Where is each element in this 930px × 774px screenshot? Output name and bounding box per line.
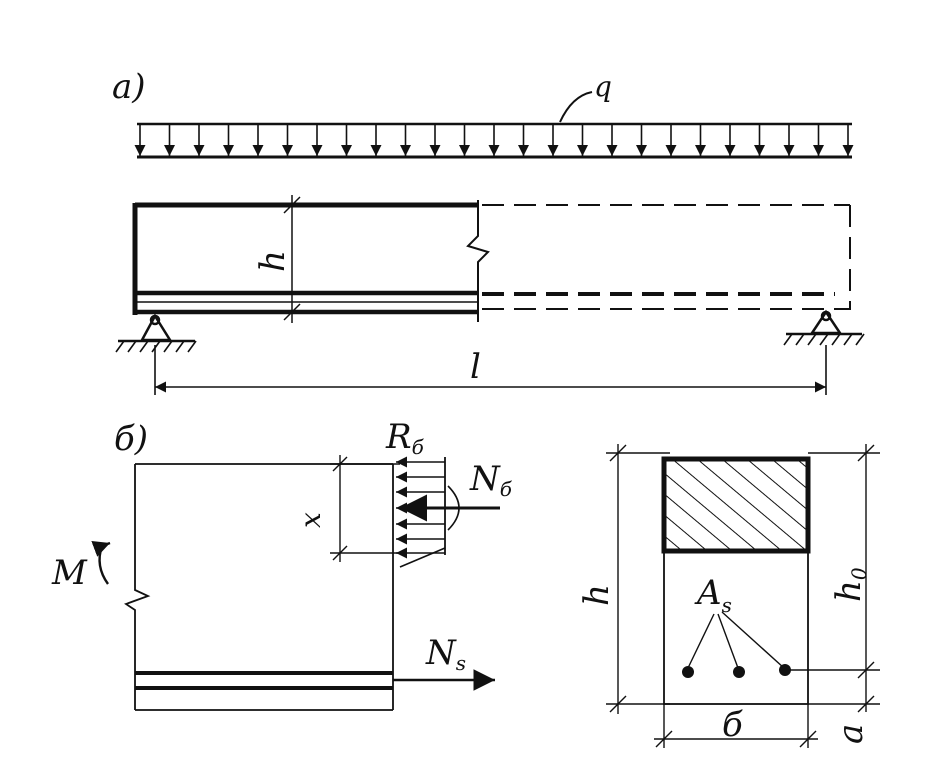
section-h0-tick-top <box>857 444 875 462</box>
left-support <box>115 313 197 353</box>
concrete-force-leader <box>447 485 460 531</box>
load-label: q <box>594 70 612 103</box>
steel-force-label: Ns <box>425 633 466 675</box>
right-support-triangle <box>809 309 843 335</box>
height-dim-tick-top <box>283 196 301 214</box>
load-leader-line <box>559 91 593 123</box>
load-arrows <box>134 124 854 156</box>
span-label: l <box>470 347 481 387</box>
stress-label: Rб <box>385 417 425 459</box>
left-support-triangle <box>139 313 173 342</box>
panel-a-label: a) <box>112 67 146 107</box>
beam-height-label: h <box>253 250 293 272</box>
right-support-pin <box>820 310 832 322</box>
section-height-label: h <box>577 584 617 606</box>
section-h-tick-top <box>609 444 627 462</box>
concrete-force-label: Nб <box>469 459 513 501</box>
compression-zone-label: x <box>294 512 327 528</box>
moment-label: M <box>51 553 88 593</box>
right-support <box>783 309 865 346</box>
section-b-tick-right <box>799 730 817 748</box>
beam-break-line <box>466 200 490 322</box>
rebar-bar-2 <box>733 666 745 678</box>
panel-b-label: б) <box>114 419 148 459</box>
right-support-hatch <box>783 333 865 346</box>
section-h-tick-bottom <box>609 695 627 713</box>
left-support-hatch <box>115 340 197 353</box>
section-break-line <box>124 464 151 710</box>
left-support-pin <box>149 314 161 326</box>
rebar-leader-3 <box>721 611 785 669</box>
x-dim-tick-top <box>332 456 348 472</box>
panel-a: a) q h <box>112 67 865 395</box>
cover-label: a <box>831 724 871 744</box>
moment-arrow <box>91 541 111 585</box>
stress-block-tail <box>399 547 446 568</box>
section-width-label: б <box>722 705 743 745</box>
rebar-leader-1 <box>687 613 715 669</box>
section-b-tick-left <box>655 730 673 748</box>
free-body-section <box>91 455 500 711</box>
compression-zone-hatched <box>661 456 811 554</box>
cross-section: h h0 As б a <box>577 444 880 748</box>
rebar-bar-3 <box>779 664 791 676</box>
effective-depth-label: h0 <box>829 567 871 602</box>
distributed-load <box>134 122 854 159</box>
section-a-tick-bottom <box>857 695 875 713</box>
rebar-bar-1 <box>682 666 694 678</box>
height-dim-tick-bottom <box>283 303 301 321</box>
beam-elevation <box>132 195 851 323</box>
reinforcement-label: As <box>694 573 732 617</box>
rebar-leader-2 <box>717 613 739 669</box>
span-dimension <box>154 345 827 395</box>
panel-b: б) M x Rб <box>51 417 513 711</box>
x-dim-tick-bottom <box>332 545 348 561</box>
section-h0-tick-bottom <box>857 661 875 679</box>
